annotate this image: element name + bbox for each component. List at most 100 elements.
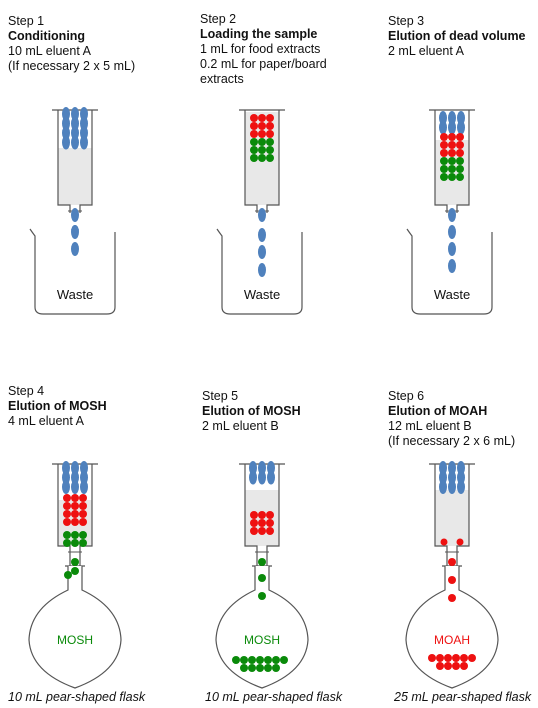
flask-caption: 25 mL pear-shaped flask — [394, 690, 532, 704]
mosh-dot — [456, 157, 464, 165]
mosh-dot — [240, 656, 248, 664]
moah-dot — [436, 654, 444, 662]
mosh-dot — [448, 165, 456, 173]
flask-label: MOAH — [434, 633, 470, 647]
mosh-dot — [264, 656, 272, 664]
step-label: Step 4 — [8, 384, 45, 398]
step-title: Elution of MOSH — [202, 404, 301, 418]
eluent-a-drop — [457, 120, 465, 135]
eluent-a-drop — [71, 135, 79, 150]
moah-dot — [250, 519, 258, 527]
eluent-a-drop — [258, 470, 266, 485]
mosh-dot — [456, 165, 464, 173]
moah-dot — [440, 538, 448, 546]
moah-dot — [258, 122, 266, 130]
falling-eluent-drop — [258, 245, 266, 259]
moah-dot — [250, 114, 258, 122]
moah-dot — [460, 662, 468, 670]
mosh-dot — [266, 154, 274, 162]
step-label: Step 2 — [200, 12, 237, 26]
column-body — [434, 464, 470, 566]
moah-dot — [444, 662, 452, 670]
moah-dot — [436, 662, 444, 670]
mosh-dot — [266, 146, 274, 154]
mosh-dot — [266, 138, 274, 146]
mosh-dot — [456, 173, 464, 181]
mosh-dot — [232, 656, 240, 664]
mosh-dot — [258, 138, 266, 146]
moah-dot — [448, 149, 456, 157]
column-packing — [58, 148, 92, 205]
step-detail: 1 mL for food extracts — [200, 42, 321, 56]
moah-dot — [258, 511, 266, 519]
moah-dot — [63, 494, 71, 502]
step-title: Elution of MOAH — [388, 404, 488, 418]
eluent-a-drop — [62, 135, 70, 150]
moah-dot — [71, 502, 79, 510]
mosh-dot — [250, 154, 258, 162]
mosh-dot — [248, 664, 256, 672]
pear-shaped-flask — [405, 566, 499, 689]
step-detail: 2 mL eluent A — [388, 44, 464, 58]
moah-dot — [258, 527, 266, 535]
eluent-a-drop — [80, 135, 88, 150]
moah-dot — [266, 519, 274, 527]
mosh-dot — [79, 539, 87, 547]
moah-dot — [79, 494, 87, 502]
mosh-dot — [440, 157, 448, 165]
step-detail: 4 mL eluent A — [8, 414, 84, 428]
mosh-dot — [440, 165, 448, 173]
mosh-dot — [258, 592, 266, 600]
mosh-dot — [71, 558, 79, 566]
moah-dot — [448, 133, 456, 141]
eluent-b-drop — [448, 480, 456, 494]
flask-caption: 10 mL pear-shaped flask — [205, 690, 343, 704]
step-detail: extracts — [200, 72, 244, 86]
moah-dot — [258, 519, 266, 527]
flask-label: MOSH — [244, 633, 280, 647]
moah-dot — [79, 518, 87, 526]
step-title: Elution of MOSH — [8, 399, 107, 413]
moah-dot — [258, 114, 266, 122]
moah-dot — [456, 141, 464, 149]
moah-dot — [63, 510, 71, 518]
moah-dot — [266, 122, 274, 130]
pear-shaped-flask — [28, 566, 122, 689]
falling-eluent-drop — [258, 208, 266, 222]
step-detail: (If necessary 2 x 6 mL) — [388, 434, 516, 448]
mosh-dot — [250, 146, 258, 154]
moah-dot — [428, 654, 436, 662]
moah-dot — [456, 133, 464, 141]
step-title: Loading the sample — [200, 27, 318, 41]
step-title: Conditioning — [8, 29, 86, 43]
step-label: Step 5 — [202, 389, 239, 403]
mosh-dot — [256, 664, 264, 672]
step-label: Step 1 — [8, 14, 45, 28]
step-detail: 10 mL eluent A — [8, 44, 91, 58]
falling-eluent-drop — [71, 242, 79, 256]
eluent-a-drop — [439, 120, 447, 135]
mosh-dot — [240, 664, 248, 672]
eluent-a-drop — [71, 480, 79, 494]
step-detail: 12 mL eluent B — [388, 419, 472, 433]
column-body — [244, 110, 280, 213]
flask-caption: 10 mL pear-shaped flask — [8, 690, 146, 704]
moah-dot — [456, 149, 464, 157]
mosh-dot — [272, 664, 280, 672]
mosh-dot — [250, 138, 258, 146]
moah-dot — [250, 130, 258, 138]
eluent-a-drop — [80, 480, 88, 494]
moah-dot — [250, 122, 258, 130]
mosh-dot — [63, 531, 71, 539]
moah-dot — [440, 133, 448, 141]
column-body — [244, 464, 280, 566]
moah-dot — [448, 594, 456, 602]
step-detail: 2 mL eluent B — [202, 419, 279, 433]
mosh-dot — [71, 531, 79, 539]
flask-label: MOSH — [57, 633, 93, 647]
mosh-dot — [258, 154, 266, 162]
mosh-dot — [248, 656, 256, 664]
falling-eluent-drop — [448, 225, 456, 239]
step-1-text: Step 1 Conditioning 10 mL eluent A (If n… — [8, 14, 135, 74]
